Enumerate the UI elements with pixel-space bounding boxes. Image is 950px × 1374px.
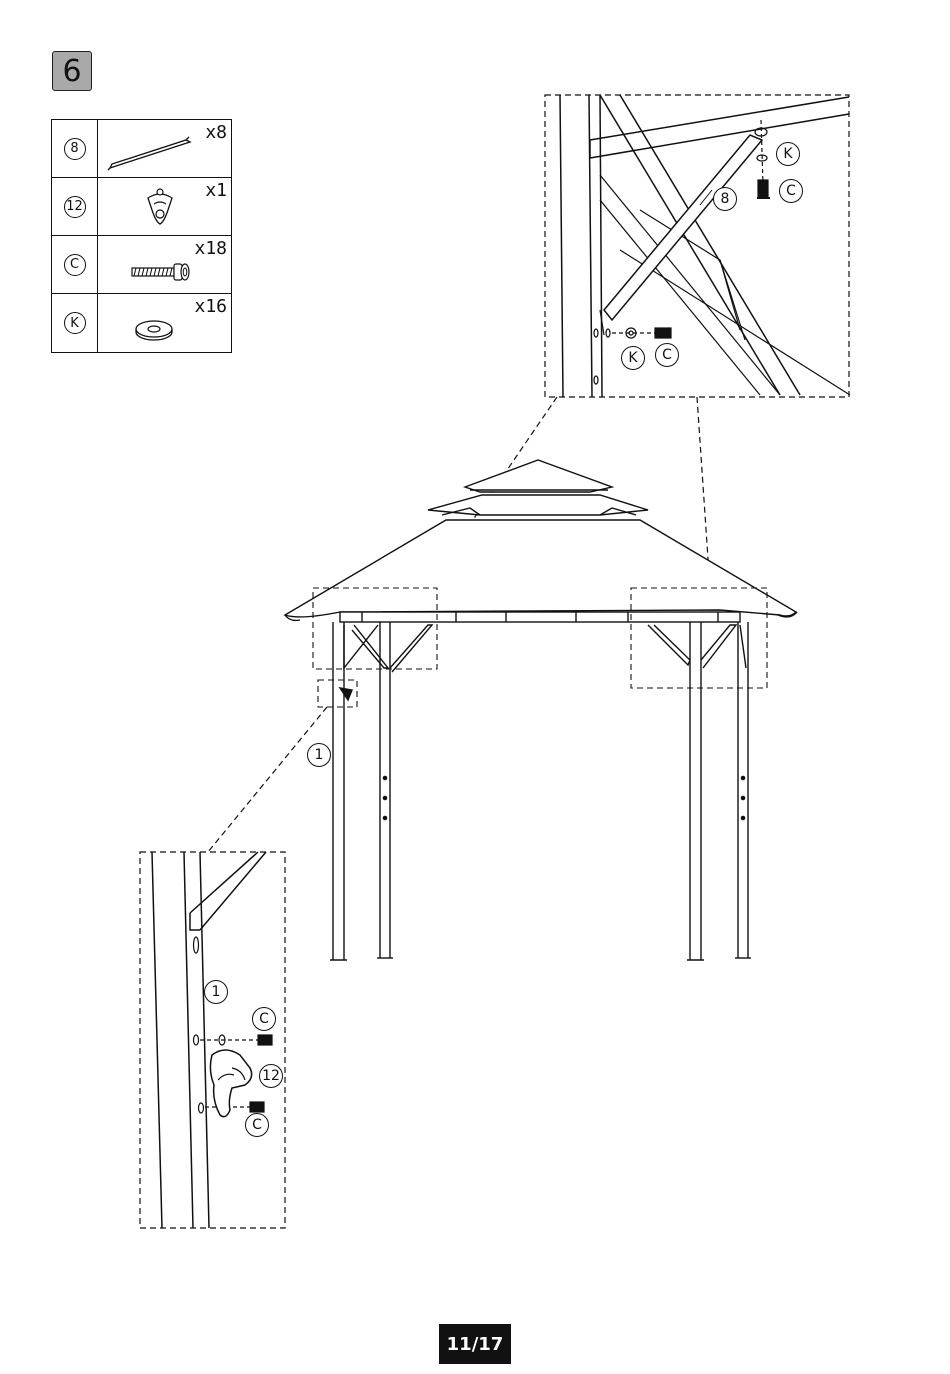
callout-1: 1	[307, 743, 331, 767]
detail-connector-lines	[208, 397, 710, 852]
callout-12: 12	[259, 1064, 283, 1088]
callout-K: K	[621, 346, 645, 370]
bottom-detail-box	[140, 852, 285, 1228]
callout-C: C	[655, 343, 679, 367]
callout-K: K	[776, 142, 800, 166]
callout-C: C	[252, 1007, 276, 1031]
callout-1: 1	[204, 980, 228, 1004]
top-detail-box	[545, 95, 850, 397]
page-number: 11/17	[439, 1324, 511, 1364]
callout-C: C	[245, 1113, 269, 1137]
gazebo-drawing	[285, 460, 797, 960]
callout-8: 8	[713, 187, 737, 211]
callout-C: C	[779, 179, 803, 203]
